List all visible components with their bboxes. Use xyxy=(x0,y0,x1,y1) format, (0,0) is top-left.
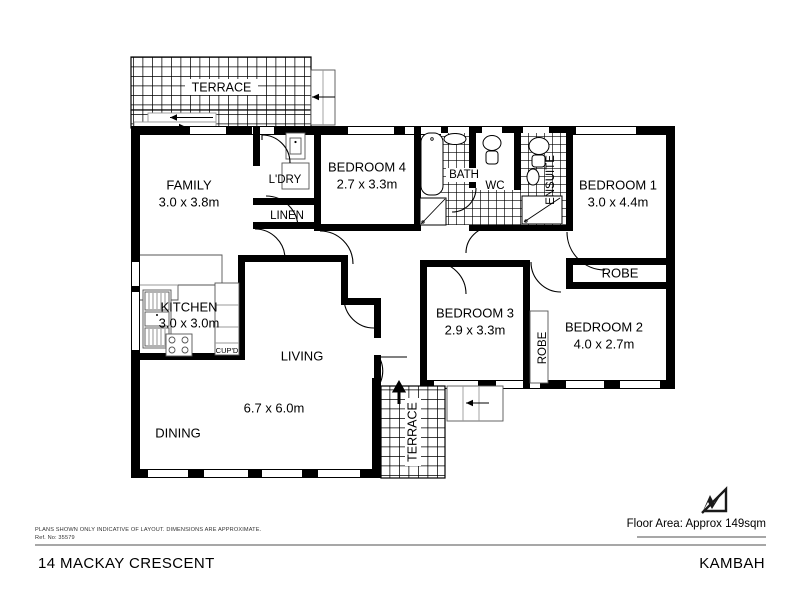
floor-area-text: Floor Area: Approx 149sqm xyxy=(627,518,766,530)
room-label-robe2: ROBE xyxy=(537,331,549,364)
room-labels: FAMILY 3.0 x 3.8m L'DRY LINEN BEDROOM 4 … xyxy=(155,155,657,441)
room-label-bedroom4: BEDROOM 4 xyxy=(328,159,406,174)
room-label-living: LIVING xyxy=(281,348,324,363)
room-label-wc: WC xyxy=(485,180,504,192)
room-dim-bedroom3: 2.9 x 3.3m xyxy=(445,322,506,337)
toilet-icon xyxy=(482,135,502,151)
terrace-bottom-area: TERRACE xyxy=(380,379,504,479)
room-label-terrace-top: TERRACE xyxy=(192,80,252,94)
room-dim-kitchen: 3.0 x 3.0m xyxy=(159,315,220,330)
room-label-kitchen: KITCHEN xyxy=(160,299,217,314)
bath-fixtures xyxy=(419,132,521,226)
room-dim-family: 3.0 x 3.8m xyxy=(159,194,220,209)
bath-basin-icon xyxy=(443,133,467,145)
room-label-family: FAMILY xyxy=(166,177,212,192)
laundry-fixtures xyxy=(281,132,310,190)
room-label-ensuite: ENSUITE xyxy=(545,155,557,205)
room-dim-bedroom1: 3.0 x 4.4m xyxy=(588,194,649,209)
footer: Floor Area: Approx 149sqm PLANS SHOWN ON… xyxy=(35,486,766,572)
property-suburb: KAMBAH xyxy=(699,555,765,572)
ensuite-basin-icon xyxy=(526,168,540,186)
room-label-robe1: ROBE xyxy=(602,265,639,280)
room-label-bedroom1: BEDROOM 1 xyxy=(579,177,657,192)
bathtub-icon xyxy=(420,132,444,196)
laundry-appliance-icon xyxy=(281,162,310,190)
room-label-cupboard: CUP'D xyxy=(216,346,239,355)
room-label-dining: DINING xyxy=(155,425,201,440)
wc-fixtures xyxy=(476,133,514,189)
terrace-bottom-steps xyxy=(446,385,504,422)
room-dim-bedroom4: 2.7 x 3.3m xyxy=(337,176,398,191)
interior-walls xyxy=(140,126,675,388)
ensuite-fixtures xyxy=(521,133,566,225)
door-swings xyxy=(254,134,606,386)
terrace-top-label-bg xyxy=(185,79,258,95)
room-label-bedroom2: BEDROOM 2 xyxy=(565,319,643,334)
reference-number: Ref. No: 35579 xyxy=(35,535,75,541)
room-label-bath: BATH xyxy=(449,169,479,181)
room-label-linen: LINEN xyxy=(270,210,304,222)
terrace-top-step xyxy=(310,69,336,126)
room-label-laundry: L'DRY xyxy=(269,174,302,186)
room-dim-living: 6.7 x 6.0m xyxy=(244,400,305,415)
property-address: 14 MACKAY CRESCENT xyxy=(38,555,215,572)
windows xyxy=(132,127,660,477)
robe2-shape xyxy=(529,310,549,384)
ensuite-toilet-icon xyxy=(528,137,550,155)
disclaimer-text: PLANS SHOWN ONLY INDICATIVE OF LAYOUT. D… xyxy=(35,527,262,533)
room-label-bedroom3: BEDROOM 3 xyxy=(436,305,514,320)
north-arrow-icon xyxy=(701,486,728,514)
room-label-terrace-bottom: TERRACE xyxy=(405,402,419,462)
terrace-top-area: TERRACE xyxy=(130,56,336,132)
kitchen-fixtures xyxy=(140,254,240,357)
room-dim-bedroom2: 4.0 x 2.7m xyxy=(574,336,635,351)
